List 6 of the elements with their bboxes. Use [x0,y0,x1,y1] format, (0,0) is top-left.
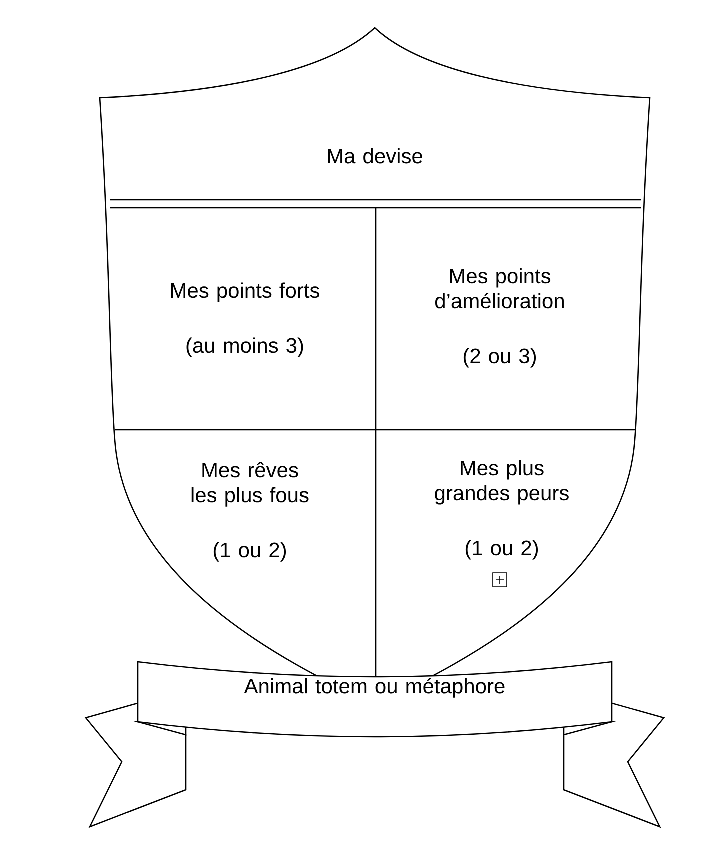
shield-section: Ma devise [328,148,422,164]
shield-section: Mes plus grandes peurs (1 ou 2) [435,460,569,560]
shield-section: Mes rêves les plus fous (1 ou 2) [192,462,309,562]
shield-section: Animal totem ou métaphore [244,678,505,698]
shield-section: Mes points forts (au moins 3) [171,282,320,358]
shield-section: Mes points d’amélioration (2 ou 3) [436,268,564,368]
